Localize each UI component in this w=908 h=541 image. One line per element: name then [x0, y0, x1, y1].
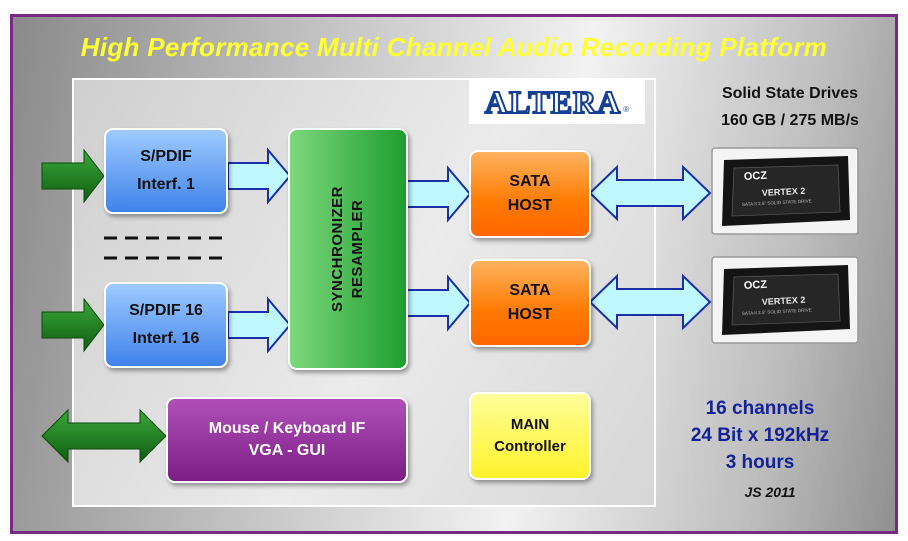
- specs-format: 24 Bit x 192kHz: [690, 425, 830, 446]
- main-line2: Controller: [494, 438, 566, 455]
- spdif1-to-sync-arrow: [227, 147, 292, 205]
- drives-line1: Solid State Drives: [721, 85, 859, 102]
- spdif16-to-sync-arrow: [227, 296, 292, 354]
- sata1-line2: HOST: [507, 197, 553, 214]
- mouse-keyboard-interface: Mouse / Keyboard IF VGA - GUI: [166, 397, 408, 483]
- input-arrow-1: [41, 148, 105, 204]
- mouse-line1: Mouse / Keyboard IF: [208, 420, 366, 437]
- sync-to-sata2-arrow: [406, 274, 472, 332]
- hid-bidirectional-arrow: [41, 408, 167, 464]
- sata2-line1: SATA: [509, 282, 551, 299]
- drives-line2: 160 GB / 275 MB/s: [721, 112, 859, 129]
- input-arrow-16: [41, 297, 105, 353]
- spdif-interface-16: S/PDIF 16 Interf. 16: [104, 282, 228, 368]
- spdif16-line1: S/PDIF 16: [129, 302, 203, 319]
- ssd2-caption: SATA II 2.5" SOLID STATE DRIVE: [742, 307, 812, 316]
- ssd-drive-2: OCZ VERTEX 2 SATA II 2.5" SOLID STATE DR…: [711, 256, 859, 344]
- main-controller: MAIN Controller: [469, 392, 591, 480]
- spdif1-line2: Interf. 1: [137, 176, 195, 193]
- sata1-line1: SATA: [509, 173, 551, 190]
- altera-logo: ALTERA®: [469, 80, 645, 124]
- spdif-interface-1: S/PDIF Interf. 1: [104, 128, 228, 214]
- sata1-ssd-arrow: [588, 164, 712, 222]
- sata2-line2: HOST: [507, 306, 553, 323]
- sata2-ssd-arrow: [588, 273, 712, 331]
- main-line1: MAIN: [510, 416, 550, 433]
- ssd2-brand: OCZ: [744, 279, 768, 292]
- sata-host-2: SATA HOST: [469, 259, 591, 347]
- mouse-line2: VGA - GUI: [248, 442, 326, 459]
- registered-mark: ®: [623, 105, 630, 114]
- diagram-title: High Performance Multi Channel Audio Rec…: [80, 32, 828, 62]
- ssd1-model: VERTEX 2: [762, 186, 806, 198]
- spdif16-line2: Interf. 16: [132, 330, 200, 347]
- specs-duration: 3 hours: [725, 452, 795, 473]
- ssd1-brand: OCZ: [744, 170, 768, 183]
- spdif1-line1: S/PDIF: [140, 148, 192, 165]
- sata-host-1: SATA HOST: [469, 150, 591, 238]
- sync-line1: SYNCHRONIZER: [329, 185, 347, 313]
- author-signature: JS 2011: [744, 484, 796, 500]
- ssd2-model: VERTEX 2: [762, 295, 806, 307]
- ssd1-caption: SATA II 2.5" SOLID STATE DRIVE: [742, 198, 812, 207]
- specs-channels: 16 channels: [705, 398, 815, 419]
- sync-to-sata1-arrow: [406, 165, 472, 223]
- drives-caption: Solid State Drives 160 GB / 275 MB/s: [690, 80, 890, 134]
- ssd-drive-1: OCZ VERTEX 2 SATA II 2.5" SOLID STATE DR…: [711, 147, 859, 235]
- sync-line2: RESAMPLER: [349, 199, 367, 299]
- specs-caption: 16 channels 24 Bit x 192kHz 3 hours: [660, 395, 860, 476]
- altera-logo-text: ALTERA: [484, 83, 622, 121]
